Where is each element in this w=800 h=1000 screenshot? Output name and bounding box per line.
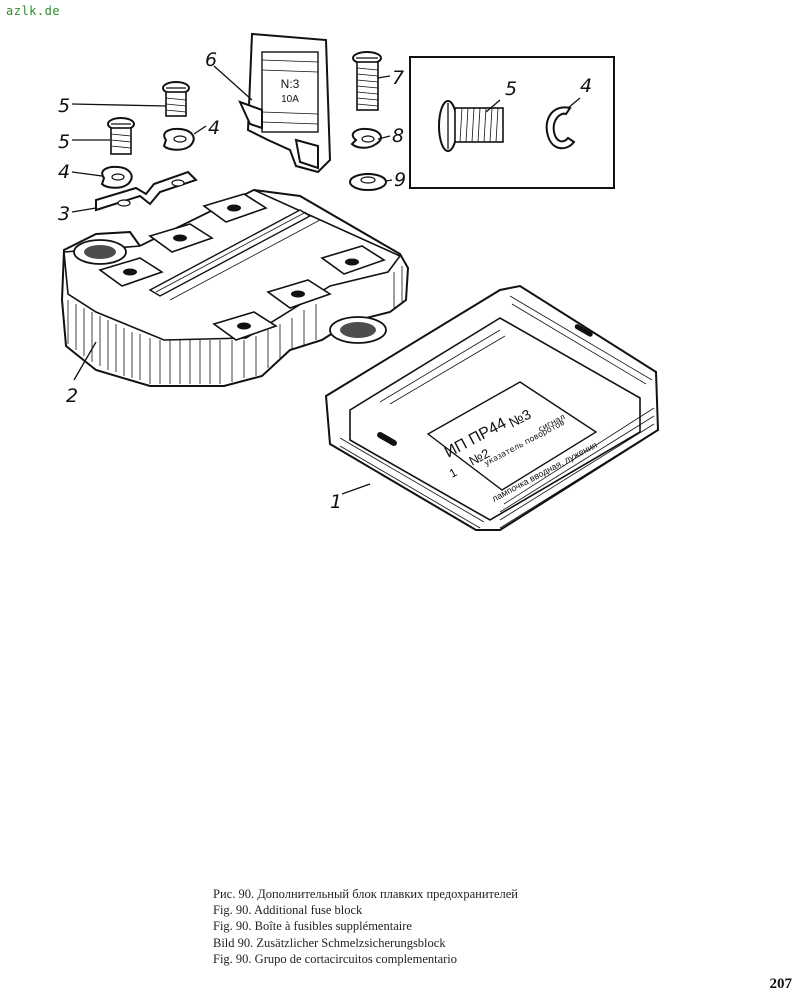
caption-line-ru: Рис. 90. Дополнительный блок плавких пре… <box>213 887 518 901</box>
screw-5-lower <box>107 117 135 155</box>
callout-5-inset: 5 <box>505 78 517 100</box>
cover-front-ribs <box>339 295 655 529</box>
base-terminals <box>98 193 386 341</box>
callout-4-inset: 4 <box>580 75 592 97</box>
inset-lock-washer <box>545 106 576 150</box>
callout-2: 2 <box>66 385 78 407</box>
callout-7: 7 <box>392 67 404 89</box>
callout-4-middle: 4 <box>208 117 220 139</box>
base-side-ribs <box>67 266 403 384</box>
fuse-rating-label: 10A <box>281 94 299 105</box>
callout-8: 8 <box>392 125 404 147</box>
caption-line-fr: Fig. 90. Boîte à fusibles supplémentaire <box>213 919 412 934</box>
caption-line-es: Fig. 90. Grupo de cortacircuitos complem… <box>213 951 458 966</box>
callout-1: 1 <box>330 491 342 513</box>
figure-caption: Рис. 90. Дополнительный блок плавких пре… <box>213 886 518 967</box>
callout-3: 3 <box>58 203 70 225</box>
callout-9: 9 <box>394 169 406 191</box>
callout-5-upper: 5 <box>58 95 70 117</box>
caption-line-de: Bild 90. Zusätzlicher Schmelzsicherungsb… <box>213 935 446 950</box>
fuse-number-label: N:3 <box>281 77 300 91</box>
bridge-plate-3 <box>95 170 198 212</box>
cover-1: ИП ПР44 №3 №2 1 указатель поворотов сигн… <box>324 284 660 531</box>
screw-5-upper <box>162 81 190 117</box>
callout-6: 6 <box>205 49 217 71</box>
screw-7 <box>352 51 382 111</box>
callout-4-left: 4 <box>58 161 70 183</box>
inset-detail: 5 4 <box>409 56 615 189</box>
page-number: 207 <box>769 976 793 992</box>
inset-screw <box>438 100 504 152</box>
callout-5-lower: 5 <box>58 131 70 153</box>
fuse-link: N:3 10A <box>238 32 332 174</box>
caption-line-en: Fig. 90. Additional fuse block <box>213 903 363 918</box>
site-watermark: azlk.de <box>6 4 61 18</box>
fuse-block-base-2 <box>60 188 410 387</box>
fuse-block-exploded-drawing: 5 4 N:3 10A 6 7 8 9 <box>58 32 660 531</box>
